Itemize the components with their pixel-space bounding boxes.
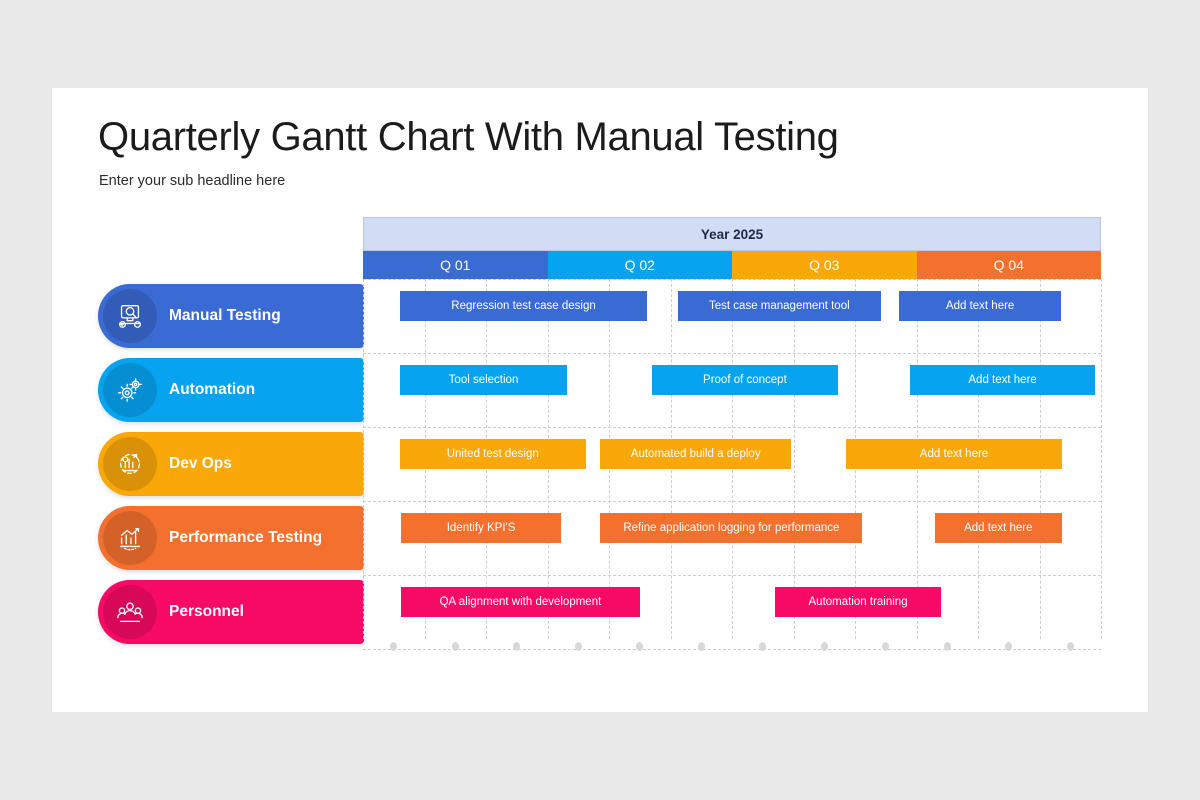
gridline-vertical	[1101, 279, 1102, 639]
gantt-task-label: Automation training	[808, 596, 908, 608]
month-marker-dot	[820, 642, 828, 651]
personnel-team-icon	[103, 585, 157, 639]
gridline-horizontal	[363, 279, 1101, 280]
quarter-header-cell-2[interactable]: Q 02	[547, 251, 732, 279]
slide-canvas: Quarterly Gantt Chart With Manual Testin…	[52, 88, 1148, 712]
gantt-chart: Year 2025 Q 01 Q 02 Q 03 Q 04 Regression te…	[363, 217, 1102, 663]
timeline-year-header: Year 2025	[363, 217, 1101, 251]
month-marker-dot	[451, 642, 459, 651]
gantt-row-label-text: Performance Testing	[169, 529, 323, 546]
gantt-task-bar[interactable]: Add text here	[910, 365, 1095, 395]
gantt-task-bar[interactable]: Identify KPI'S	[401, 513, 562, 543]
month-marker-dot	[513, 642, 521, 651]
gantt-task-bar[interactable]: Test case management tool	[677, 291, 881, 321]
gantt-task-label: Regression test case design	[451, 300, 596, 312]
gridline-horizontal	[363, 501, 1101, 502]
quarter-header-label: Q 04	[993, 257, 1024, 273]
gridline-horizontal	[363, 427, 1101, 428]
quarter-header-label: Q 02	[624, 257, 655, 273]
gantt-task-label: Add text here	[964, 522, 1033, 534]
gantt-row: Tool selection Proof of concept Add text h…	[363, 353, 1101, 427]
automation-gears-icon	[103, 363, 157, 417]
quarter-header-cell-1[interactable]: Q 01	[363, 251, 548, 279]
gantt-task-bar[interactable]: Add text here	[934, 513, 1062, 543]
quarter-header-cell-4[interactable]: Q 04	[916, 251, 1101, 279]
month-marker-dot	[882, 642, 890, 651]
month-marker-dot	[636, 642, 644, 651]
quarter-header-label: Q 03	[809, 257, 840, 273]
month-marker-dot	[697, 642, 705, 651]
gantt-task-bar[interactable]: Regression test case design	[399, 291, 648, 321]
gantt-task-bar[interactable]: Add text here	[846, 439, 1062, 469]
month-marker-dot	[1005, 642, 1013, 651]
gantt-task-label: Refine application logging for performan…	[623, 522, 840, 534]
gantt-task-label: Identify KPI'S	[446, 522, 516, 534]
quarter-header-label: Q 01	[440, 257, 471, 273]
gantt-task-bar[interactable]: QA alignment with development	[401, 587, 640, 617]
gridline-horizontal	[363, 575, 1101, 576]
gantt-task-label: Add text here	[968, 374, 1037, 386]
gantt-row-label-text: Dev Ops	[169, 455, 232, 472]
quarter-header-cell-3[interactable]: Q 03	[732, 251, 917, 279]
gantt-task-label: Proof of concept	[703, 374, 787, 386]
gantt-row: Identify KPI'S Refine application logging…	[363, 501, 1101, 575]
gantt-task-bar[interactable]: Automated build a deploy	[600, 439, 792, 469]
gantt-row: Regression test case design Test case man…	[363, 279, 1101, 353]
gantt-task-label: QA alignment with development	[439, 596, 602, 608]
gantt-task-label: Automated build a deploy	[630, 448, 761, 460]
gantt-task-label: United test design	[446, 448, 539, 460]
gantt-task-bar[interactable]: Tool selection	[399, 365, 568, 395]
gantt-task-label: Test case management tool	[709, 300, 850, 312]
gantt-row-label-text: Manual Testing	[169, 307, 281, 324]
month-marker-dot	[390, 642, 398, 651]
timeline-quarter-header: Q 01 Q 02 Q 03 Q 04	[363, 251, 1101, 279]
timeline-year-label: Year 2025	[700, 226, 764, 242]
month-marker-dot	[943, 642, 951, 651]
gantt-row-label-manual-testing[interactable]: Manual Testing	[98, 284, 364, 348]
gridline-horizontal	[363, 353, 1101, 354]
gantt-row: United test design Automated build a depl…	[363, 427, 1101, 501]
month-marker-dot	[1066, 642, 1074, 651]
performance-chart-icon	[103, 511, 157, 565]
devops-icon	[103, 437, 157, 491]
gantt-row-label-personnel[interactable]: Personnel	[98, 580, 364, 644]
gantt-task-bar[interactable]: Refine application logging for performan…	[600, 513, 863, 543]
gantt-row-label-dev-ops[interactable]: Dev Ops	[98, 432, 364, 496]
month-marker-dot	[759, 642, 767, 651]
gantt-rows: Regression test case design Test case man…	[363, 279, 1101, 639]
manual-testing-icon	[103, 289, 157, 343]
gantt-task-bar[interactable]: United test design	[399, 439, 586, 469]
gantt-row-label-text: Personnel	[169, 603, 244, 620]
gridline-horizontal	[363, 649, 1101, 650]
gantt-row-label-automation[interactable]: Automation	[98, 358, 364, 422]
page-title: Quarterly Gantt Chart With Manual Testin…	[98, 115, 839, 159]
month-marker-dot	[574, 642, 582, 651]
gantt-task-bar[interactable]: Proof of concept	[652, 365, 838, 395]
gantt-task-label: Tool selection	[448, 374, 519, 386]
gantt-row-label-text: Automation	[169, 381, 256, 398]
gantt-month-markers	[363, 642, 1101, 654]
page-subtitle: Enter your sub headline here	[99, 173, 286, 189]
gridline-vertical	[363, 279, 364, 639]
gantt-row: QA alignment with development Automation …	[363, 575, 1101, 649]
gantt-task-bar[interactable]: Add text here	[899, 291, 1061, 321]
gantt-row-label-performance-testing[interactable]: Performance Testing	[98, 506, 364, 570]
gantt-task-bar[interactable]: Automation training	[775, 587, 942, 617]
gantt-task-label: Add text here	[945, 300, 1015, 312]
gridline-vertical	[793, 279, 795, 639]
gantt-task-label: Add text here	[919, 448, 989, 460]
